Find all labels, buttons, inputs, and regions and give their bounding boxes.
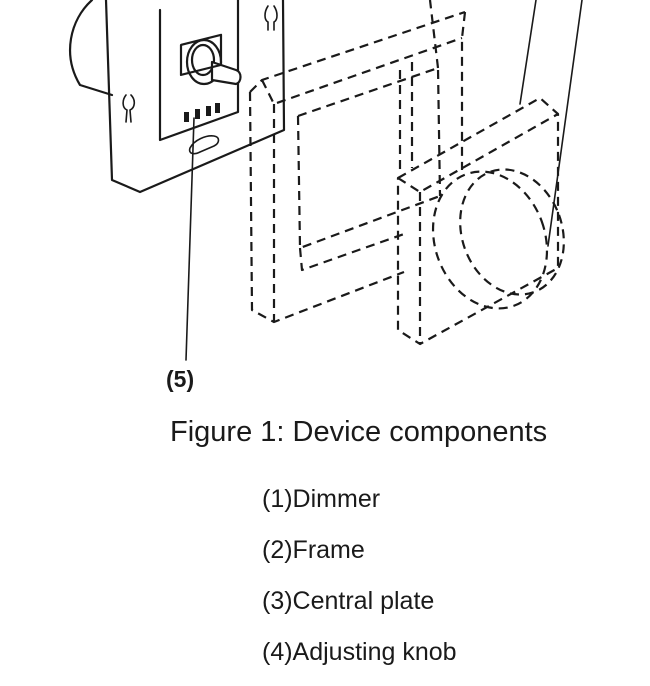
- legend-item: (3)Central plate: [262, 587, 435, 615]
- callout-leader-3: [519, 0, 537, 105]
- component-legend: (1)Dimmer (2)Frame (3)Central plate (4)A…: [262, 482, 457, 686]
- terminal-block: [179, 33, 223, 122]
- legend-item: (2)Frame: [262, 536, 365, 564]
- callout-leader-4: [547, 0, 583, 247]
- callout-label-5: (5): [166, 366, 195, 392]
- central-plate-outline: [396, 96, 560, 346]
- figure-caption: Figure 1: Device components: [170, 416, 548, 448]
- legend-item: (4)Adjusting knob: [262, 638, 457, 666]
- legend-item: (1)Dimmer: [262, 485, 381, 513]
- dimmer-housing: [69, 0, 114, 97]
- callout-leader-5: [185, 117, 195, 361]
- dimmer-mounting-plate: [104, 0, 286, 194]
- frame-outline: [248, 0, 467, 324]
- device-components-drawing: [69, 0, 583, 361]
- dimmer-shaft: [185, 38, 242, 86]
